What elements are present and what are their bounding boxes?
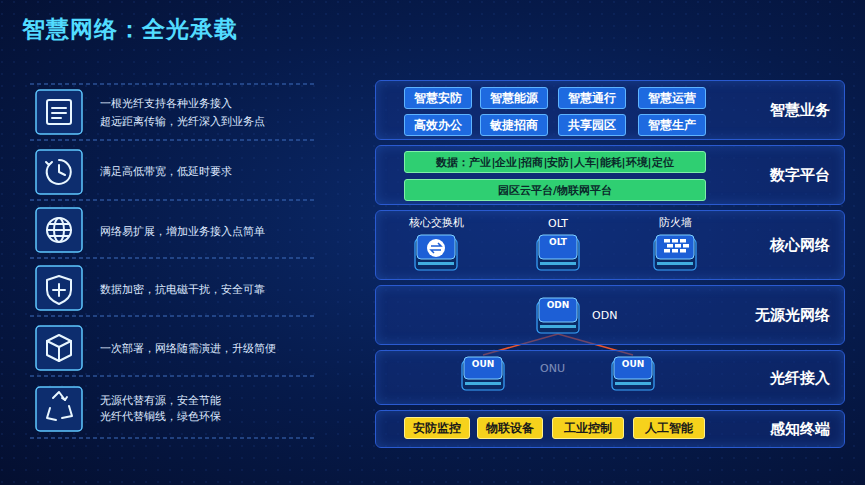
layer-band: 光纤接入 OUN OUN bbox=[375, 350, 845, 405]
device-caption: 核心交换机 bbox=[409, 215, 464, 230]
device-icon bbox=[414, 233, 458, 271]
layer-title: 数字平台 bbox=[770, 166, 830, 185]
service-box: 安防监控 bbox=[404, 417, 470, 439]
device-node: OUN bbox=[461, 355, 505, 391]
feature-text: 一次部署，网络随需演进，升级简便 bbox=[100, 341, 276, 356]
box-text: 高效办公 bbox=[414, 119, 462, 131]
service-box: 物联设备 bbox=[477, 417, 543, 439]
layer-title: 智慧业务 bbox=[770, 101, 830, 120]
box-text: 物联设备 bbox=[486, 422, 534, 434]
box-text: 敏捷招商 bbox=[490, 119, 538, 131]
layer-band: 无源光网络ODNODN bbox=[375, 285, 845, 345]
device-tag: OLT bbox=[549, 237, 567, 247]
box-text: 智慧生产 bbox=[648, 119, 696, 131]
device-tag: OUN bbox=[472, 359, 495, 369]
device-node: ODNODN bbox=[536, 296, 580, 334]
page-title: 智慧网络：全光承载 bbox=[22, 14, 238, 45]
feature-text: 数据加密，抗电磁干扰，安全可靠 bbox=[100, 282, 265, 297]
layer-title: 无源光网络 bbox=[755, 306, 830, 325]
layer-band: 数字平台 数据：产业|企业|招商|安防|人车|能耗|环境|定位园区云平台/物联网平… bbox=[375, 145, 845, 205]
service-box: 敏捷招商 bbox=[480, 114, 548, 136]
layer-band: 核心网络核心交换机OLTOLT防火墙 bbox=[375, 210, 845, 280]
box-text: 人工智能 bbox=[645, 422, 693, 434]
device-node: OUN bbox=[611, 355, 655, 391]
box-text: 共享园区 bbox=[568, 119, 616, 131]
service-box: 智慧运营 bbox=[638, 87, 706, 109]
device-caption: 防火墙 bbox=[659, 215, 692, 230]
device-tag: OUN bbox=[622, 359, 645, 369]
service-box: 数据：产业|企业|招商|安防|人车|能耗|环境|定位 bbox=[404, 151, 706, 173]
box-text: 智慧运营 bbox=[648, 92, 696, 104]
layer-band: 感知终端 安防监控 物联设备 工业控制 人工智能 bbox=[375, 410, 845, 448]
service-box: 工业控制 bbox=[552, 417, 624, 439]
device-node: 核心交换机 bbox=[414, 233, 458, 271]
service-box: 智慧安防 bbox=[404, 87, 472, 109]
device-tag: ODN bbox=[547, 300, 570, 310]
device-caption: OLT bbox=[548, 217, 568, 230]
feature-text: 网络易扩展，增加业务接入点简单 bbox=[100, 224, 265, 239]
device-node: 防火墙 bbox=[653, 233, 697, 271]
feature-text: 满足高低带宽，低延时要求 bbox=[100, 164, 232, 179]
device-icon bbox=[653, 233, 697, 271]
box-text: 园区云平台/物联网平台 bbox=[498, 185, 612, 196]
feature-text: 一根光纤支持各种业务接入 bbox=[100, 96, 232, 111]
device-node: OLTOLT bbox=[536, 233, 580, 271]
layer-band: 智慧业务 智慧安防 智慧能源 智慧通行 智慧运营高效办公 敏捷招商 共享园区 智慧生产 bbox=[375, 80, 845, 140]
service-box: 智慧通行 bbox=[558, 87, 626, 109]
layer-title: 光纤接入 bbox=[770, 368, 830, 387]
device-caption: ODN bbox=[592, 309, 617, 322]
service-box: 智慧生产 bbox=[638, 114, 706, 136]
box-text: 数据：产业|企业|招商|安防|人车|能耗|环境|定位 bbox=[436, 157, 673, 168]
service-box: 智慧能源 bbox=[480, 87, 548, 109]
service-box: 共享园区 bbox=[558, 114, 626, 136]
service-box: 园区云平台/物联网平台 bbox=[404, 179, 706, 201]
box-text: 工业控制 bbox=[564, 422, 612, 434]
service-box: 人工智能 bbox=[633, 417, 705, 439]
feature-text: 光纤代替铜线，绿色环保 bbox=[100, 409, 221, 424]
service-box: 高效办公 bbox=[404, 114, 472, 136]
box-text: 智慧安防 bbox=[414, 92, 462, 104]
feature-text: 无源代替有源，安全节能 bbox=[100, 393, 221, 408]
box-text: 安防监控 bbox=[413, 422, 461, 434]
layer-title: 感知终端 bbox=[770, 420, 830, 439]
layer-title: 核心网络 bbox=[770, 236, 830, 255]
box-text: 智慧能源 bbox=[490, 92, 538, 104]
feature-text: 超远距离传输，光纤深入到业务点 bbox=[100, 114, 265, 129]
box-text: 智慧通行 bbox=[568, 92, 616, 104]
